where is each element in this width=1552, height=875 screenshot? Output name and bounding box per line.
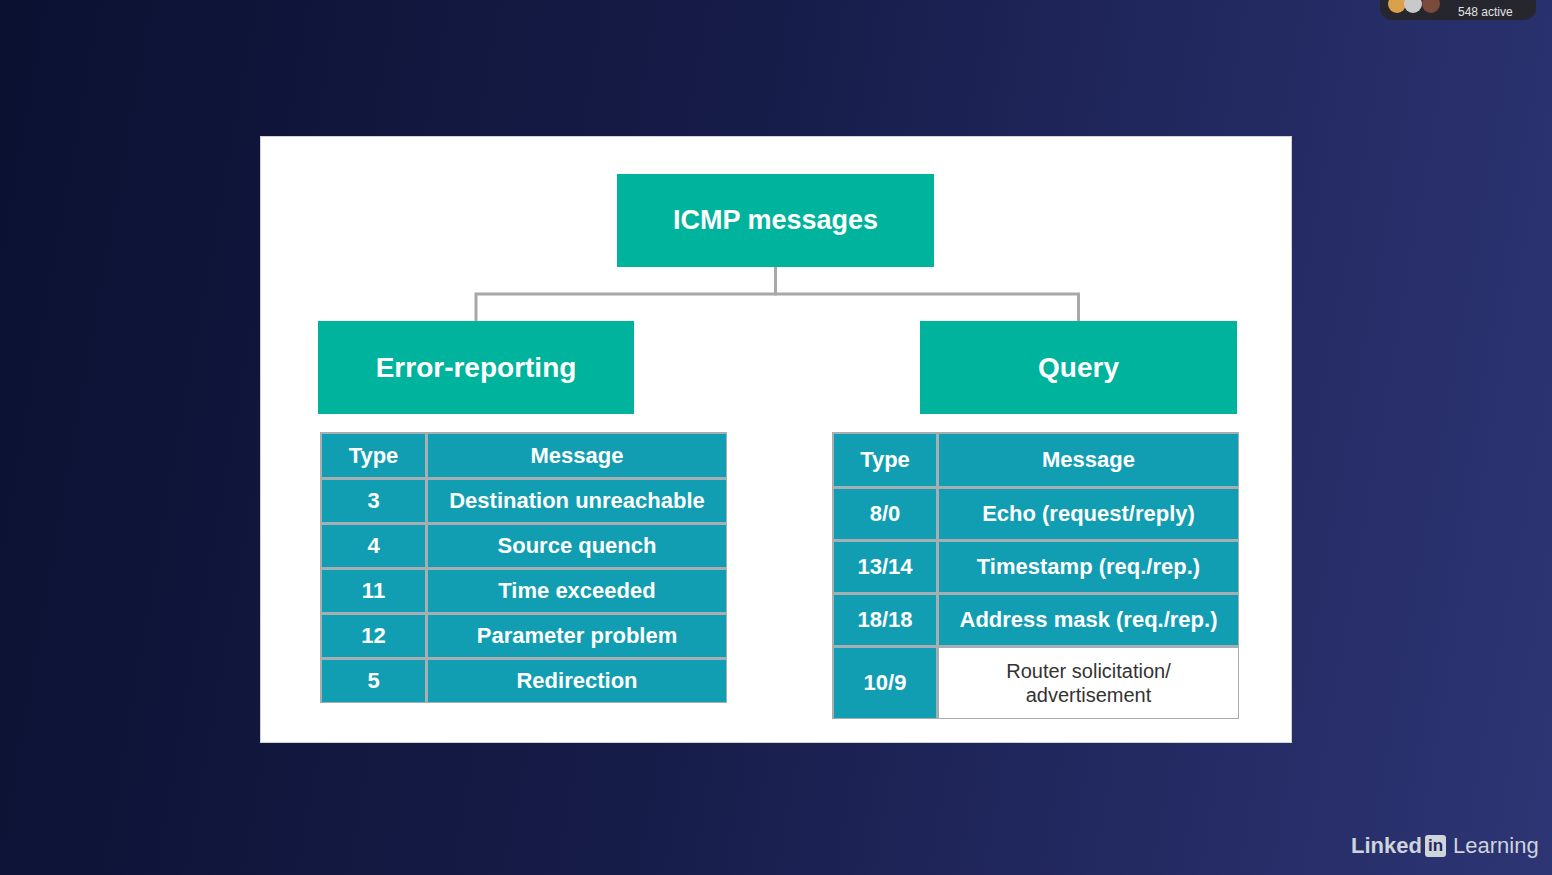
message-name: Echo (request/reply) [982, 501, 1195, 527]
avatar [1388, 0, 1406, 13]
table-cell: Destination unreachable [428, 480, 726, 522]
message-name: Destination unreachable [449, 488, 705, 514]
type-code: 13/14 [857, 554, 912, 580]
box-title: Query [1038, 352, 1119, 384]
table-header: Type [860, 447, 910, 473]
table-cell: Type [834, 434, 936, 486]
message-name: Source quench [498, 533, 657, 559]
type-code: 5 [367, 668, 379, 694]
table-cell: Router solicitation/ advertisement [939, 648, 1238, 718]
category-box: Error-reporting [318, 321, 634, 414]
table-cell: Source quench [428, 525, 726, 567]
watermark: Linkedin Learning [1351, 833, 1539, 859]
table-cell: 18/18 [834, 595, 936, 645]
table-cell: Message [939, 434, 1238, 486]
message-name: Address mask (req./rep.) [960, 607, 1218, 633]
box-title: Error-reporting [376, 352, 577, 384]
table-cell: 8/0 [834, 489, 936, 539]
table-cell: Echo (request/reply) [939, 489, 1238, 539]
table-cell: 12 [322, 615, 425, 657]
table-cell: Type [322, 434, 425, 477]
type-code: 18/18 [857, 607, 912, 633]
table-cell: 4 [322, 525, 425, 567]
table-header: Message [531, 443, 624, 469]
table-cell: Parameter problem [428, 615, 726, 657]
watermark-text: in [1425, 835, 1446, 857]
avatar [1422, 0, 1440, 13]
type-code: 8/0 [870, 501, 901, 527]
root-box: ICMP messages [617, 174, 934, 267]
message-name: Redirection [516, 668, 637, 694]
table-cell: Timestamp (req./rep.) [939, 542, 1238, 592]
table-header: Type [349, 443, 399, 469]
message-name: Time exceeded [498, 578, 655, 604]
table-cell: 10/9 [834, 648, 936, 718]
table-cell: Time exceeded [428, 570, 726, 612]
type-code: 10/9 [864, 670, 907, 696]
tree-connector [776, 267, 1079, 321]
tree-connector [476, 267, 776, 321]
table-cell: 3 [322, 480, 425, 522]
type-code: 11 [362, 578, 385, 604]
watermark-text: Linked [1351, 833, 1422, 859]
type-code: 3 [367, 488, 379, 514]
status-count: 548 active [1458, 5, 1513, 19]
table-cell: 5 [322, 660, 425, 702]
type-code: 12 [361, 623, 385, 649]
status-text-holder: 548 active [1458, 2, 1513, 20]
table-cell: Address mask (req./rep.) [939, 595, 1238, 645]
message-name: Timestamp (req./rep.) [977, 554, 1200, 580]
table-cell: 13/14 [834, 542, 936, 592]
avatar-group [1386, 0, 1452, 18]
table-cell: 11 [322, 570, 425, 612]
table-header: Message [1042, 447, 1135, 473]
watermark-text: Learning [1453, 833, 1539, 859]
table-cell: Redirection [428, 660, 726, 702]
avatar [1404, 0, 1422, 13]
message-name: Parameter problem [477, 623, 678, 649]
type-code: 4 [367, 533, 379, 559]
category-box: Query [920, 321, 1237, 414]
table-cell: Message [428, 434, 726, 477]
box-title: ICMP messages [673, 205, 878, 236]
message-name: Router solicitation/ advertisement [939, 659, 1238, 707]
